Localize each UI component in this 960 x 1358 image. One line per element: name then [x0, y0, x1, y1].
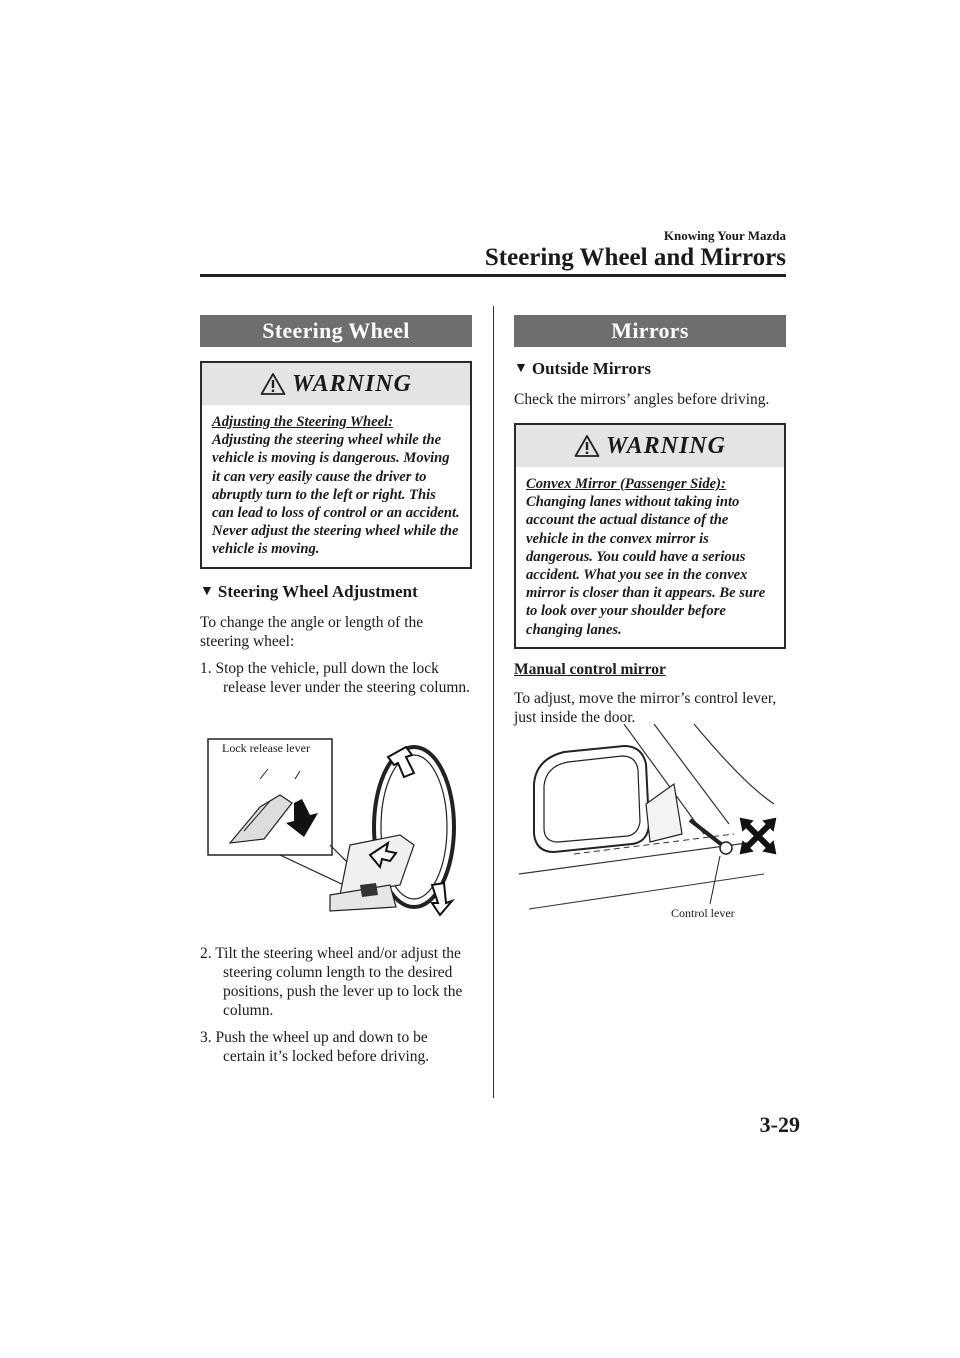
warning-body: Convex Mirror (Passenger Side): Changing… [516, 467, 784, 647]
subheading-text: Outside Mirrors [531, 359, 652, 378]
triangle-bullet-icon: ▼ [514, 361, 528, 376]
subheading-steering-adjustment: ▼ Steering Wheel Adjustment [200, 582, 472, 602]
manual-mirror-heading: Manual control mirror [514, 660, 666, 678]
warning-label: WARNING [606, 432, 726, 459]
intro-text: To change the angle or length of the ste… [200, 613, 424, 650]
intro-text: Check the mirrors’ angles before driving… [514, 391, 770, 408]
right-column: Mirrors ▼ Outside Mirrors Check the mirr… [514, 315, 786, 727]
warning-body: Adjusting the Steering Wheel: Adjusting … [202, 405, 470, 567]
warning-heading: Convex Mirror (Passenger Side): [526, 476, 726, 492]
section-title-steering-wheel: Steering Wheel [200, 315, 472, 347]
four-way-arrow-icon [739, 817, 777, 855]
page-title: Steering Wheel and Mirrors [484, 244, 786, 271]
warning-header: WARNING [516, 425, 784, 467]
header-rule [200, 274, 786, 277]
column-divider [493, 306, 494, 1098]
mirror-illustration [518, 723, 777, 910]
running-header-section: Knowing Your Mazda [663, 228, 786, 243]
subheading-text: Steering Wheel Adjustment [217, 581, 418, 601]
steering-figure: Lock release lever [200, 735, 472, 925]
steering-column-illustration [207, 738, 456, 917]
page-number: 3-29 [759, 1112, 800, 1137]
figure-label-control-lever: Control lever [671, 906, 735, 920]
figure-label-lock-release-lever: Lock release lever [220, 741, 312, 756]
warning-header: WARNING [202, 363, 470, 405]
warning-heading: Adjusting the Steering Wheel: [212, 414, 393, 430]
subheading-outside-mirrors: ▼ Outside Mirrors [514, 359, 786, 379]
warning-text: Adjusting the steering wheel while the v… [212, 432, 460, 558]
warning-box-convex-mirror: WARNING Convex Mirror (Passenger Side): … [514, 423, 786, 649]
warning-label: WARNING [292, 370, 412, 397]
warning-box-steering: WARNING Adjusting the Steering Wheel: Ad… [200, 361, 472, 569]
step-1: 1. Stop the vehicle, pull down the lock … [200, 659, 471, 696]
warning-triangle-icon [260, 373, 286, 395]
step-2: 2. Tilt the steering wheel and/or adjust… [200, 945, 463, 1019]
manual-mirror-text: To adjust, move the mirror’s control lev… [514, 689, 777, 726]
mirror-figure: Control lever [514, 723, 786, 924]
step-3: 3. Push the wheel up and down to be cert… [200, 1029, 430, 1065]
warning-triangle-icon [574, 435, 600, 457]
warning-text: Changing lanes without taking into accou… [526, 494, 766, 638]
section-title-mirrors: Mirrors [514, 315, 786, 347]
triangle-bullet-icon: ▼ [200, 583, 214, 599]
left-column-steps: 2. Tilt the steering wheel and/or adjust… [200, 944, 472, 1066]
left-column: Steering Wheel WARNING Adjusting the Ste… [200, 315, 472, 697]
